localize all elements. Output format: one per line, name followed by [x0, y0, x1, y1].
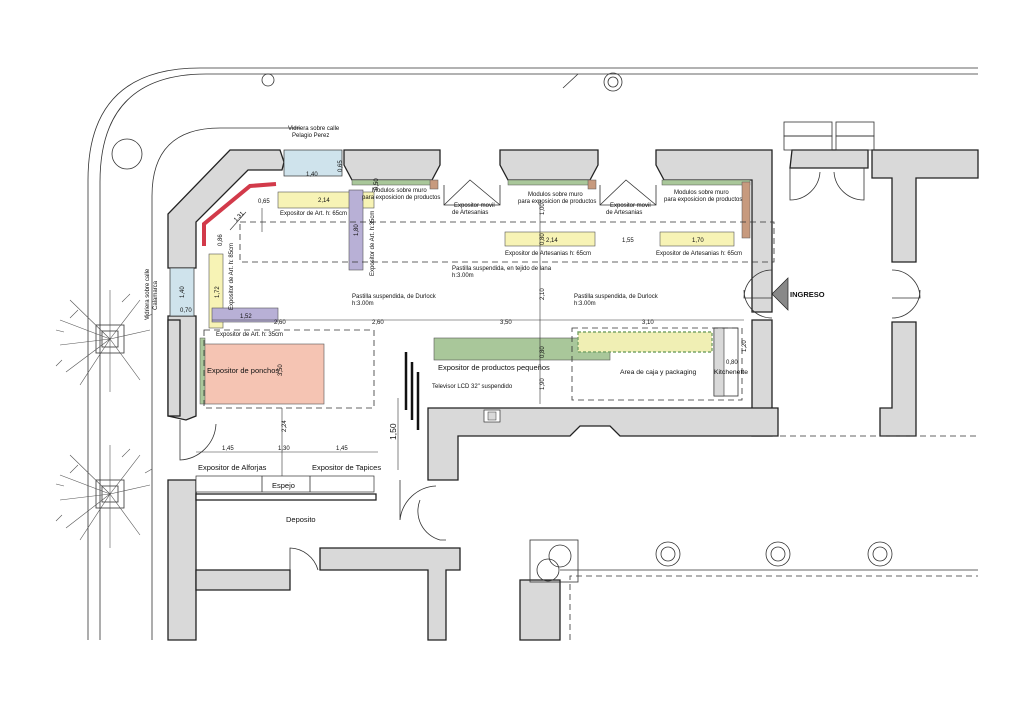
window-calamarca [169, 267, 195, 317]
label-modulos-3a: Modulos sobre muro [674, 190, 729, 196]
dim-180: 1,80 [354, 224, 360, 236]
dim-155: 1,55 [622, 238, 634, 244]
dim-210: 2,10 [540, 288, 546, 300]
label-vidriera-calamarca-2: Calamarca [153, 280, 159, 310]
inner-doors [179, 420, 446, 571]
dim-152: 1,52 [240, 314, 252, 320]
dim-350: 3,50 [500, 320, 512, 326]
dim-145-b: 1,45 [336, 446, 348, 452]
entrance-arrow-icon [771, 277, 789, 311]
dim-350-v: 3,50 [278, 364, 284, 376]
dim-050: 0,50 [374, 178, 380, 190]
walls [167, 149, 979, 641]
dim-100: 1,00 [540, 203, 546, 215]
label-expositor-productos-pequenos: Expositor de productos pequeños [438, 363, 550, 372]
glass-windows [169, 149, 343, 317]
label-espejo: Espejo [272, 481, 295, 490]
label-pastilla-durlock-2a: Pastilla suspendida, de Durlock [574, 294, 659, 300]
label-vidriera-pelagio-1: Vidriera sobre calle [288, 126, 340, 132]
label-modulos-2a: Modulos sobre muro [528, 192, 583, 198]
arcade [529, 435, 978, 640]
dimension-lines [196, 200, 744, 476]
dim-224: 2,24 [282, 420, 288, 432]
dim-140: 1,40 [306, 172, 318, 178]
area-caja-counter [577, 331, 713, 353]
dim-065-left: 0,65 [258, 199, 270, 205]
street-furniture [111, 72, 623, 170]
label-expositor-movil-1a: Expositor movil [454, 203, 495, 209]
dim-145-a: 1,45 [222, 446, 234, 452]
dim-080-c: 0,80 [726, 360, 738, 366]
label-pastilla-durlock-1b: h:3.00m [352, 301, 374, 307]
label-modulos-3b: para exposicion de productos [664, 197, 742, 203]
expositor-art-35-vertical [348, 189, 364, 271]
dim-150: 1,50 [388, 423, 398, 440]
window-pelagio [283, 149, 343, 177]
dim-140-left: 1,40 [180, 286, 186, 298]
label-expositor-ponchos: Expositor de ponchos [207, 366, 279, 375]
dim-120: 1,20 [742, 340, 748, 352]
dim-080-b: 0,80 [540, 346, 546, 358]
label-vidriera-calamarca-1: Vidriera sobre calle [145, 268, 151, 320]
label-expositor-artesanias-1: Expositor de Artesanias h: 65cm [505, 251, 591, 257]
dim-086: 0,86 [218, 234, 224, 246]
label-expositor-movil-2a: Expositor movil [610, 203, 651, 209]
expositor-ponchos-table [203, 343, 325, 405]
label-expositor-art-65: Expositor de Art. h: 65cm [280, 211, 347, 217]
dim-130: 1,30 [278, 446, 290, 452]
entrance [743, 121, 921, 319]
tree-upper [55, 290, 153, 392]
label-expositor-art-35-vertical: Expositor de Art. h:35cm [370, 211, 376, 276]
expositor-artesanias-1 [504, 231, 596, 247]
label-kitchenette: Kitchenette [714, 369, 748, 376]
label-expositor-movil-2b: de Artesanias [606, 210, 642, 216]
street-curb [87, 67, 978, 640]
label-expositor-alforjas: Expositor de Alforjas [198, 463, 267, 472]
label-modulos-1a: Modulos sobre muro [372, 188, 427, 194]
label-ingreso: INGRESO [790, 290, 825, 299]
expositor-art-35 [211, 307, 279, 323]
label-pastilla-lana-2: h:3.00m [452, 273, 474, 279]
tree-lower [55, 445, 153, 548]
dim-131: 1,31 [233, 210, 246, 223]
label-expositor-artesanias-2: Expositor de Artesanias h: 65cm [656, 251, 742, 257]
label-vidriera-pelagio-2: Pelagio Perez [292, 133, 329, 139]
dim-070: 0,70 [180, 308, 192, 314]
label-expositor-tapices: Expositor de Tapices [312, 463, 381, 472]
label-expositor-art-35: Expositor de Art. h: 35cm [216, 332, 283, 338]
label-pastilla-durlock-2b: h:3.00m [574, 301, 596, 307]
label-deposito: Deposito [286, 515, 316, 524]
displays [195, 179, 751, 493]
suspended-panels [203, 221, 775, 409]
dim-260-a: 2,60 [274, 320, 286, 326]
label-expositor-movil-1b: de Artesanias [452, 210, 488, 216]
label-pastilla-lana-1: Pastilla suspendida, en tejido de lana [452, 266, 552, 272]
expositor-artesanias-2 [659, 231, 735, 247]
dim-172: 1,72 [215, 286, 221, 298]
dim-310: 3,10 [642, 320, 654, 326]
label-modulos-1b: para exposicion de productos [362, 195, 440, 201]
dim-214-a: 2,14 [318, 198, 330, 204]
label-pastilla-durlock-1a: Pastilla suspendida, de Durlock [352, 294, 437, 300]
dim-170: 1,70 [692, 238, 704, 244]
text-labels: Vidriera sobre calle Pelagio Perez Vidri… [145, 126, 825, 524]
dim-190: 1,90 [540, 378, 546, 390]
label-expositor-art-85: Expositor de Art. h: 85cm [229, 243, 235, 310]
movable-displays [443, 179, 657, 206]
corner-display-red [202, 182, 277, 246]
dim-260-b: 2,60 [372, 320, 384, 326]
dim-214-b: 2,14 [546, 238, 558, 244]
label-modulos-2b: para exposicion de productos [518, 199, 596, 205]
dim-080-a: 0,80 [540, 233, 546, 245]
dim-065-top: 0,65 [338, 160, 344, 172]
label-area-caja: Area de caja y packaging [620, 369, 697, 376]
label-televisor: Televisor LCD 32" suspendido [432, 384, 513, 390]
dimension-labels: 1,40 0,65 2,14 0,65 1,31 0,86 1,72 1,52 … [180, 160, 748, 452]
